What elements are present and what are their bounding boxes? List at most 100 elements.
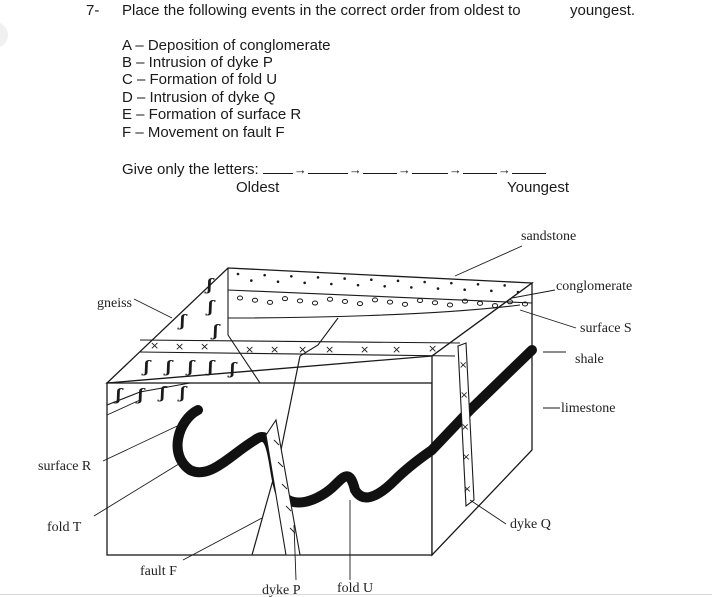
label-fault-f: fault F xyxy=(140,564,177,579)
page-bottom-border xyxy=(0,594,712,595)
question-prompt: Place the following events in the correc… xyxy=(122,2,521,19)
answer-blank-5[interactable] xyxy=(462,163,497,174)
svg-text:×: × xyxy=(460,390,468,401)
page-corner-tab xyxy=(0,22,8,48)
answer-blank-1[interactable] xyxy=(262,163,293,174)
svg-text:×: × xyxy=(459,360,467,371)
event-f: F – Movement on fault F xyxy=(122,124,285,141)
event-d: D – Intrusion of dyke Q xyxy=(122,89,276,106)
answer-blank-4[interactable] xyxy=(411,163,448,174)
svg-text:ʃ: ʃ xyxy=(210,321,221,340)
event-b: B – Intrusion of dyke P xyxy=(122,54,273,71)
dyke-crosses-top: × × × × × × × × × × xyxy=(150,339,437,356)
svg-text:×: × xyxy=(462,452,470,463)
conglomerate-pebble xyxy=(356,301,364,307)
svg-text:ʃ: ʃ xyxy=(205,357,216,376)
label-conglomerate: conglomerate xyxy=(556,279,632,294)
dyke-p xyxy=(265,418,301,556)
label-sandstone: sandstone xyxy=(521,229,576,244)
svg-text:×: × xyxy=(175,340,184,353)
arrow-icon: → xyxy=(348,162,362,177)
svg-text:ʃ: ʃ xyxy=(205,297,216,316)
sandstone-dot xyxy=(370,278,373,282)
answer-line: Give only the letters: →→→→→ xyxy=(122,161,546,178)
sandstone-dot xyxy=(503,284,506,287)
label-shale: shale xyxy=(575,352,604,367)
svg-text:×: × xyxy=(428,342,437,355)
limestone-bed xyxy=(172,345,537,508)
surface-r-front xyxy=(106,382,191,406)
leader-lines xyxy=(93,245,577,581)
arrow-icon: → xyxy=(293,162,307,177)
label-dyke-p: dyke P xyxy=(262,583,301,597)
answer-blank-3[interactable] xyxy=(362,163,397,174)
svg-text:×: × xyxy=(200,340,209,353)
sandstone-dot xyxy=(263,273,266,277)
sandstone-dot xyxy=(343,277,346,280)
sandstone-dot xyxy=(463,288,466,292)
conglomerate-pebble xyxy=(236,295,244,301)
sandstone-dot xyxy=(276,280,280,284)
sandstone-dot xyxy=(316,276,320,279)
question-number: 7- xyxy=(86,2,100,19)
label-fold-t: fold T xyxy=(47,520,82,535)
block-outline xyxy=(105,267,534,557)
svg-text:ʃ: ʃ xyxy=(163,357,174,376)
svg-text:×: × xyxy=(150,339,159,352)
sandstone-dot xyxy=(396,279,400,283)
conglomerate-pebble xyxy=(311,300,319,306)
sandstone-dot xyxy=(236,272,240,276)
answer-prompt: Give only the letters: xyxy=(122,161,259,178)
youngest-label: Youngest xyxy=(507,179,570,196)
svg-text:ʃ: ʃ xyxy=(177,311,188,330)
sandstone-dot xyxy=(330,282,333,286)
svg-text:ʃ: ʃ xyxy=(185,357,196,376)
label-surface-r: surface R xyxy=(38,459,92,474)
svg-text:×: × xyxy=(325,343,334,356)
conglomerate-pebble xyxy=(401,301,409,307)
oldest-label: Oldest xyxy=(236,179,280,196)
conglomerate-pebble xyxy=(281,296,289,302)
conglomerate-pebble xyxy=(341,298,349,304)
conglomerate-pebble xyxy=(506,299,514,305)
conglomerate-pebble xyxy=(521,301,529,307)
svg-text:×: × xyxy=(360,343,369,356)
svg-text:ʃ: ʃ xyxy=(141,357,152,376)
sandstone-dot xyxy=(436,287,440,290)
svg-text:×: × xyxy=(392,343,401,356)
svg-text:ʃ: ʃ xyxy=(157,383,168,402)
conglomerate-pebble xyxy=(296,298,304,304)
svg-text:×: × xyxy=(270,343,279,356)
sandstone-dot xyxy=(290,274,293,278)
svg-text:ʃ: ʃ xyxy=(135,385,146,404)
sandstone-dots xyxy=(236,272,520,294)
svg-text:×: × xyxy=(461,422,469,433)
arrow-icon: → xyxy=(497,162,511,177)
conglomerate-pebbles xyxy=(236,295,529,309)
answer-blank-6[interactable] xyxy=(511,163,546,174)
question-prompt-end: youngest. xyxy=(570,2,636,19)
conglomerate-pebble xyxy=(431,300,439,306)
event-e: E – Formation of surface R xyxy=(122,106,302,123)
conglomerate-pebble xyxy=(491,303,499,309)
sandstone-dot xyxy=(303,281,306,285)
sandstone-dot xyxy=(410,286,413,289)
svg-text:×: × xyxy=(463,484,471,495)
label-gneiss: gneiss xyxy=(97,296,132,311)
arrow-icon: → xyxy=(448,162,462,177)
label-surface-s: surface S xyxy=(580,321,632,336)
dyke-q: × × × × × xyxy=(457,342,475,508)
conglomerate-pebble xyxy=(476,300,484,306)
label-dyke-q: dyke Q xyxy=(510,517,551,532)
conglomerate-pebble xyxy=(371,297,379,303)
svg-text:ʃ: ʃ xyxy=(227,359,238,378)
answer-blank-2[interactable] xyxy=(307,163,348,174)
svg-text:×: × xyxy=(245,343,254,356)
conglomerate-pebble xyxy=(326,296,334,302)
conglomerate-pebble xyxy=(416,298,424,304)
svg-text:ʃ: ʃ xyxy=(113,385,124,404)
top-face-contacts xyxy=(139,268,533,384)
conglomerate-pebble xyxy=(446,302,454,308)
sandstone-dot xyxy=(490,289,493,293)
